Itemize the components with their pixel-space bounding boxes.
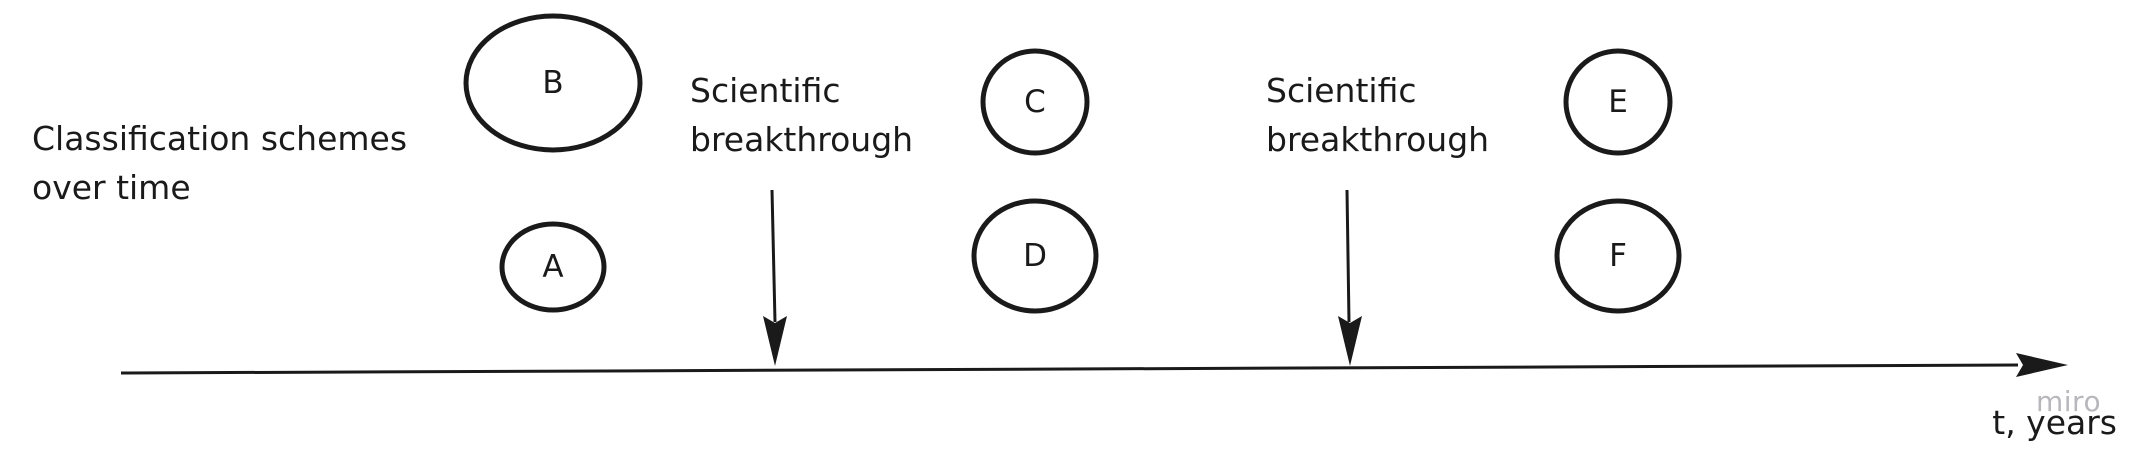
breakthrough-arrowhead-1 bbox=[763, 316, 787, 366]
breakthrough-arrow-2 bbox=[1345, 189, 1351, 323]
node-e-label: E bbox=[1608, 84, 1628, 120]
event-label-1-line-1: Scientific bbox=[690, 71, 841, 110]
node-e: E bbox=[1563, 48, 1673, 156]
node-a: A bbox=[499, 221, 607, 313]
node-b-label: B bbox=[542, 65, 563, 101]
breakthrough-arrow-1 bbox=[770, 189, 777, 323]
node-d-label: D bbox=[1023, 238, 1047, 274]
node-b: B bbox=[463, 13, 643, 153]
node-f: F bbox=[1554, 198, 1682, 314]
event-label-1: Scientific breakthrough bbox=[690, 66, 913, 164]
diagram-title: Classification schemes over time bbox=[32, 114, 407, 212]
breakthrough-arrowhead-2 bbox=[1338, 316, 1362, 366]
event-label-2: Scientific breakthrough bbox=[1266, 66, 1489, 164]
event-label-2-line-2: breakthrough bbox=[1266, 120, 1490, 159]
node-f-label: F bbox=[1609, 238, 1627, 274]
node-c: C bbox=[980, 48, 1090, 156]
node-c-label: C bbox=[1024, 84, 1046, 120]
time-axis-label: t, years bbox=[1992, 403, 2117, 442]
diagram-title-line-2: over time bbox=[32, 168, 191, 207]
event-label-1-line-2: breakthrough bbox=[690, 120, 914, 159]
node-a-label: A bbox=[542, 249, 563, 285]
diagram-title-line-1: Classification schemes bbox=[32, 119, 408, 158]
node-d: D bbox=[971, 198, 1099, 314]
event-label-2-line-1: Scientific bbox=[1266, 71, 1417, 110]
time-axis-arrowhead bbox=[2016, 353, 2068, 377]
time-axis bbox=[120, 363, 2019, 375]
miro-watermark: miro bbox=[2036, 385, 2102, 418]
